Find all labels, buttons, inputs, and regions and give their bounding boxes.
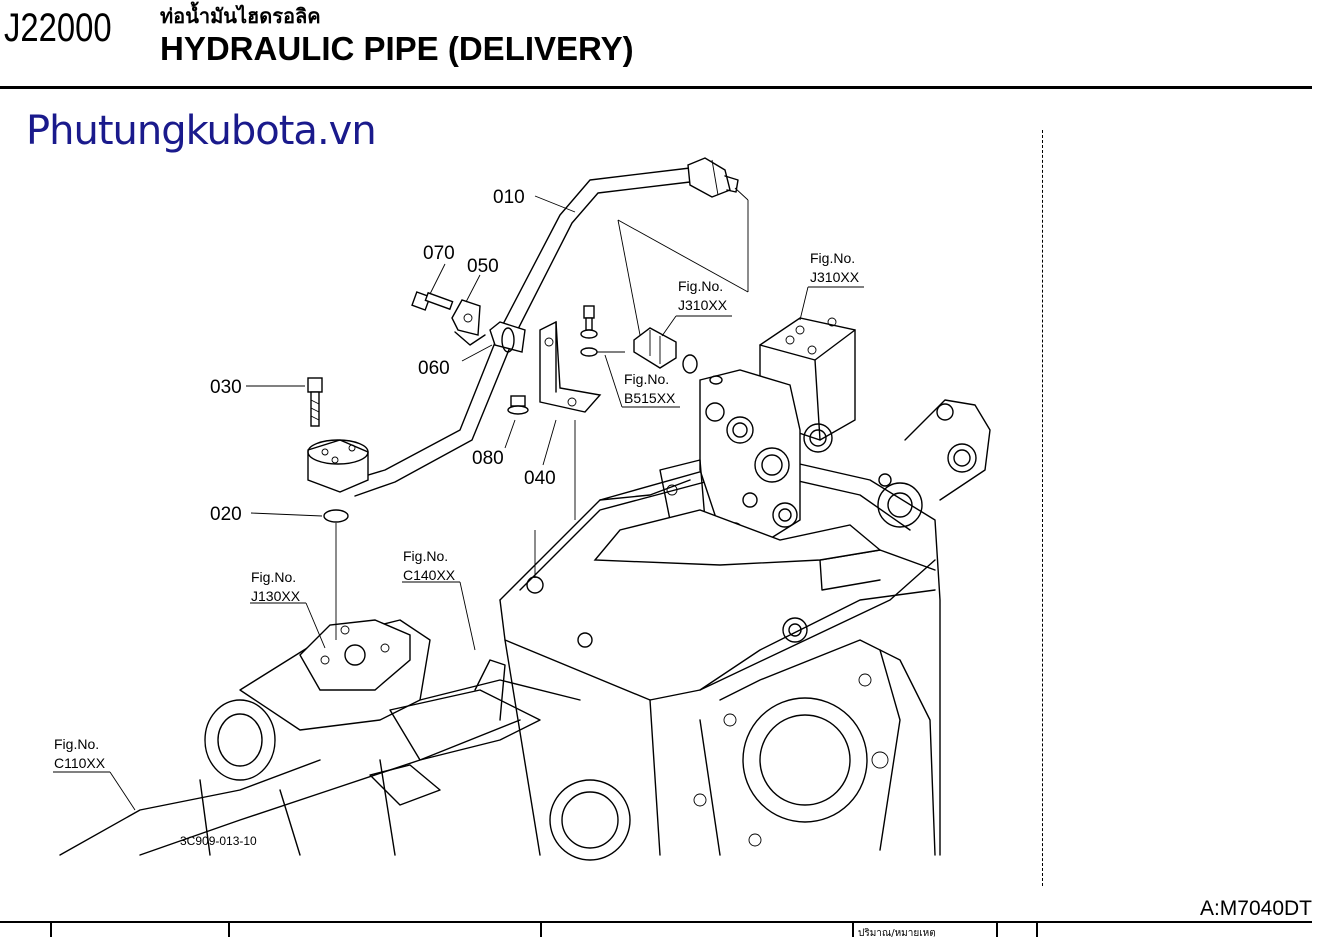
callout-050: 050	[467, 256, 499, 277]
fig-label-j310-a: Fig.No.	[678, 278, 723, 294]
callouts: 010 070 050 060 030 080 040 020	[210, 187, 556, 525]
callout-030: 030	[210, 377, 242, 398]
table-divider	[1036, 923, 1038, 937]
callout-010: 010	[493, 187, 525, 208]
callout-040: 040	[524, 468, 556, 489]
flange-block	[307, 439, 369, 523]
table-divider	[50, 923, 52, 937]
figure-references: Fig.No. J310XX Fig.No. J310XX Fig.No. B5…	[54, 250, 860, 771]
pump-assembly	[59, 619, 581, 856]
table-divider	[996, 923, 998, 937]
callout-060: 060	[418, 358, 450, 379]
fig-ref-c140: C140XX	[403, 567, 456, 583]
fig-label-c110: Fig.No.	[54, 736, 99, 752]
fig-label-b515: Fig.No.	[624, 371, 669, 387]
callout-020: 020	[210, 504, 242, 525]
table-divider	[540, 923, 542, 937]
watermark-text: Phutungkubota.vn	[26, 108, 377, 154]
table-divider	[852, 923, 854, 937]
leader-lines	[53, 187, 864, 811]
clamp-parts	[411, 291, 486, 346]
fig-ref-j130: J130XX	[251, 588, 301, 604]
drawing-number: 3C909-013-10	[180, 834, 257, 848]
bolt-080	[507, 395, 529, 415]
fig-label-c140: Fig.No.	[403, 548, 448, 564]
bolt-030	[307, 377, 323, 427]
bracket-040	[539, 320, 602, 413]
fig-ref-c110: C110XX	[54, 755, 106, 771]
fig-ref-j310-b: J310XX	[810, 269, 860, 285]
washer-stack	[580, 305, 625, 357]
fig-ref-b515: B515XX	[624, 390, 676, 406]
valve-block	[593, 317, 882, 566]
callout-070: 070	[423, 243, 455, 264]
page-code: J22000	[4, 6, 112, 50]
header-rule	[0, 86, 1312, 89]
footer-rule	[0, 921, 1312, 923]
pipe-010	[344, 157, 739, 497]
model-code: A:M7040DT	[1199, 897, 1312, 920]
column-divider	[1042, 130, 1043, 886]
table-divider	[228, 923, 230, 937]
fig-label-j310-b: Fig.No.	[810, 250, 855, 266]
fig-label-j130: Fig.No.	[251, 569, 296, 585]
adapter-fitting	[633, 327, 723, 385]
callout-080: 080	[472, 448, 504, 469]
table-header-clipped: ปริมาณ/หมายเหตุ	[858, 928, 936, 937]
title-thai: ท่อน้ำมันไฮดรอลิค	[160, 4, 321, 28]
page-title: HYDRAULIC PIPE (DELIVERY)	[160, 30, 634, 67]
fig-ref-j310-a: J310XX	[678, 297, 728, 313]
